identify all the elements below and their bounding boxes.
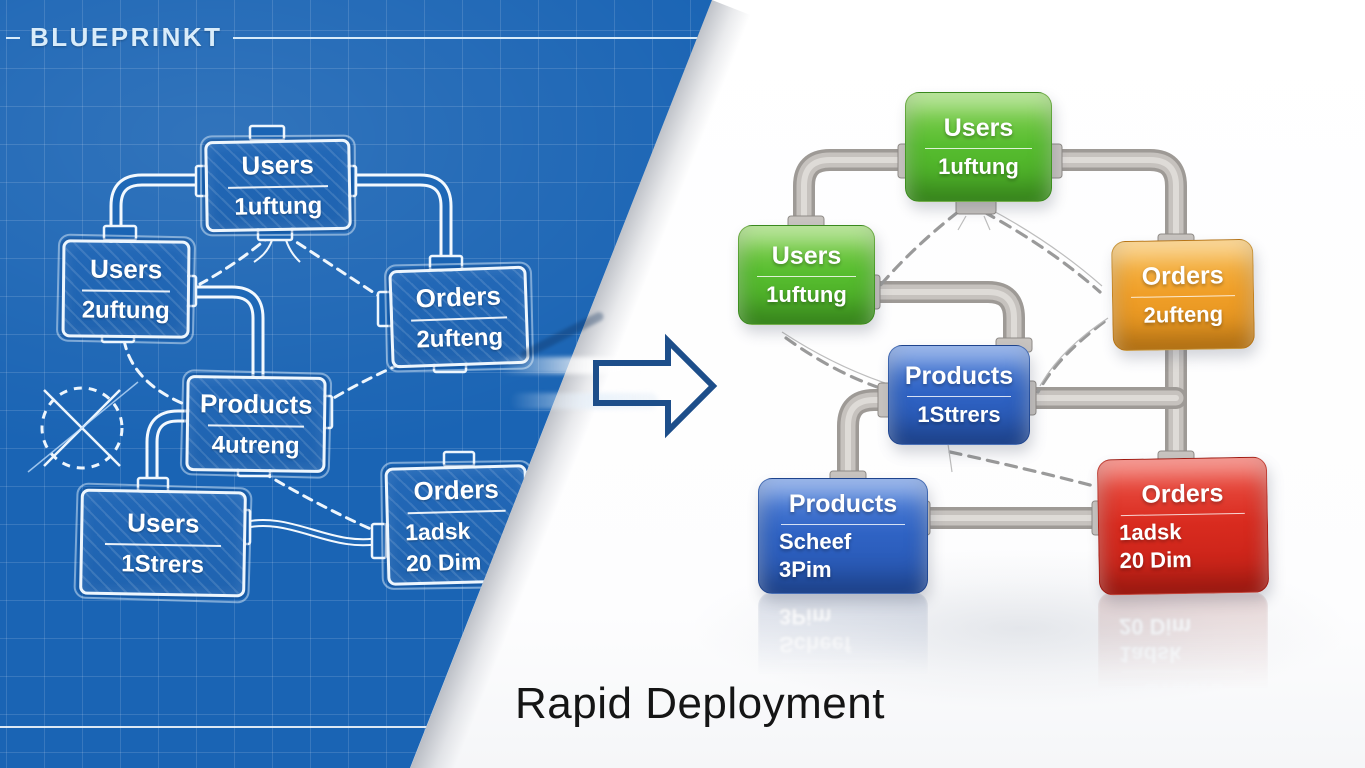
node-subtitle: 1Strers: [121, 549, 205, 579]
deployed-node-orders-bottom: Orders 1adsk 20 Dim: [1096, 456, 1270, 596]
motion-streak: [498, 357, 650, 374]
deployed-node-orders-right: Orders 2ufteng: [1111, 238, 1255, 352]
node-divider: [105, 542, 221, 547]
deployed-node-users-left: Users 1uftung: [738, 225, 875, 325]
node-subtitle: 1Sttrers: [917, 402, 1001, 428]
blueprint-title: BLUEPRINKT: [30, 22, 223, 52]
node-title: Products: [199, 387, 313, 420]
node-subtitle: Scheef: [779, 529, 852, 555]
node-reflection: Orders 1adsk 20 Dim: [1098, 592, 1268, 728]
blueprint-header: BLUEPRINKT: [6, 22, 712, 53]
blueprint-node-users-top: Users 1uftung: [204, 138, 352, 233]
node-divider: [780, 523, 906, 526]
reflection-subtitle2: 20 Dim: [1119, 614, 1192, 640]
deployed-node-products-bottom: Products Scheef 3Pim: [758, 478, 928, 594]
node-divider: [82, 289, 170, 292]
node-divider: [207, 423, 305, 428]
node-subtitle-line2: 3Pim: [779, 556, 832, 582]
node-subtitle: 2uftung: [81, 296, 170, 324]
node-title: Orders: [415, 280, 502, 313]
node-divider: [1120, 512, 1245, 517]
node-title: Orders: [413, 473, 500, 507]
deployed-node-users-top: Users 1uftung: [905, 92, 1052, 202]
node-subtitle: 1uftung: [234, 192, 323, 221]
reflection-divider: [780, 660, 906, 663]
node-title: Users: [943, 113, 1014, 142]
node-title: Users: [241, 149, 315, 181]
blueprint-node-users-bottom: Users 1Strers: [79, 488, 247, 598]
node-title: Products: [904, 361, 1014, 390]
reflection-subtitle: Scheef: [779, 631, 852, 657]
node-divider: [1131, 294, 1235, 299]
node-divider: [411, 315, 507, 322]
reflection-divider: [1120, 670, 1246, 673]
blueprint-bottom-rule: [0, 726, 436, 728]
node-title: Orders: [1141, 261, 1224, 291]
reflection-subtitle: 1adsk: [1119, 641, 1182, 667]
node-divider: [227, 185, 329, 189]
node-divider: [756, 275, 857, 278]
node-divider: [407, 509, 506, 515]
node-title: Users: [126, 506, 200, 539]
node-divider: [907, 395, 1011, 398]
sketch-circle-decoration: [27, 381, 139, 473]
deployed-node-products-center: Products 1Sttrers: [888, 345, 1030, 445]
node-subtitle: 2ufteng: [415, 322, 504, 353]
blueprint-node-products-center: Products 4utreng: [185, 375, 327, 473]
header-rule: [232, 36, 712, 39]
node-subtitle: 1uftung: [766, 282, 847, 308]
caption-title: Rapid Deployment: [515, 679, 885, 728]
node-subtitle: 1adsk: [1118, 519, 1182, 546]
node-title: Orders: [1141, 478, 1224, 509]
motion-streak: [510, 393, 658, 409]
blueprint-node-orders-right: Orders 2ufteng: [388, 265, 530, 369]
node-subtitle: 2ufteng: [1143, 301, 1224, 328]
node-title: Users: [89, 253, 163, 284]
node-subtitle-line2: 20 Dim: [1119, 546, 1192, 573]
node-subtitle: 4utreng: [211, 430, 300, 460]
node-title: Users: [771, 241, 842, 270]
reflection-subtitle2: 3Pim: [779, 604, 832, 630]
blueprint-node-users-left: Users 2uftung: [61, 239, 191, 339]
reflection-title: Orders: [1142, 678, 1224, 707]
blueprint-wires: [253, 239, 301, 263]
node-subtitle: 1uftung: [938, 154, 1019, 180]
node-title: Products: [788, 489, 898, 518]
node-divider: [924, 147, 1033, 150]
header-dash: [6, 36, 20, 39]
